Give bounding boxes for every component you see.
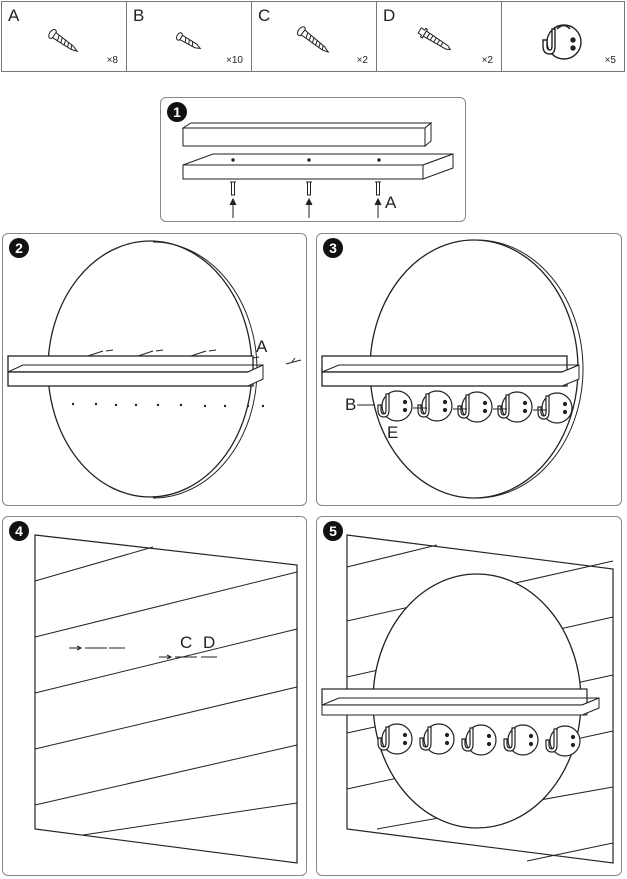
step-1-panel: 1 A bbox=[160, 97, 466, 222]
step-3-panel: 3 B E bbox=[316, 233, 622, 506]
hook-icon bbox=[417, 390, 453, 422]
wall-anchor-icon bbox=[417, 27, 452, 51]
screw-icon bbox=[306, 181, 312, 196]
part-label: D bbox=[203, 633, 216, 652]
part-quantity: ×5 bbox=[604, 55, 616, 66]
part-quantity: ×2 bbox=[356, 55, 368, 66]
part-e: ×5 bbox=[502, 2, 624, 71]
screw-icon bbox=[297, 26, 330, 54]
step-badge: 4 bbox=[9, 521, 29, 541]
step-badge: 1 bbox=[167, 102, 187, 122]
part-letter: D bbox=[383, 6, 396, 25]
screw-icon bbox=[48, 29, 79, 53]
part-label: A bbox=[256, 337, 268, 356]
part-label: A bbox=[385, 193, 397, 212]
part-a: A ×8 bbox=[2, 2, 127, 71]
mounted-mirror-drawing bbox=[321, 534, 614, 864]
part-quantity: ×8 bbox=[106, 55, 118, 66]
part-c: C ×2 bbox=[252, 2, 377, 71]
part-b: B ×10 bbox=[127, 2, 252, 71]
hook-icon bbox=[537, 392, 573, 424]
step-badge: 3 bbox=[323, 238, 343, 258]
hook-icon bbox=[545, 725, 581, 757]
step-5-panel: 5 bbox=[316, 516, 622, 876]
hook-icon bbox=[503, 724, 539, 756]
hook-icon bbox=[419, 723, 455, 755]
step-badge: 5 bbox=[323, 521, 343, 541]
hook-icon bbox=[497, 391, 533, 423]
hook-icon bbox=[377, 390, 413, 422]
step-4-panel: 4 C D bbox=[2, 516, 307, 876]
hook-icon bbox=[461, 724, 497, 756]
screw-icon bbox=[176, 32, 202, 50]
wall-drawing bbox=[34, 534, 298, 864]
hook-icon bbox=[457, 391, 493, 423]
part-letter: C bbox=[258, 6, 271, 25]
part-letter: B bbox=[133, 6, 145, 25]
part-letter: A bbox=[8, 6, 20, 25]
screw-icon bbox=[375, 181, 381, 196]
mirror-shelf-drawing bbox=[7, 240, 302, 499]
hook-icon bbox=[542, 24, 582, 60]
step-badge: 2 bbox=[9, 238, 29, 258]
part-label: E bbox=[387, 423, 399, 442]
part-quantity: ×2 bbox=[481, 55, 493, 66]
part-quantity: ×10 bbox=[226, 55, 243, 66]
part-label: C bbox=[180, 633, 193, 652]
part-label: B bbox=[345, 395, 357, 414]
screw-icon bbox=[230, 181, 236, 196]
parts-list: A ×8 B ×10 C ×2 bbox=[1, 1, 625, 72]
mirror-hooks-drawing bbox=[321, 239, 584, 499]
step-2-panel: 2 A bbox=[2, 233, 307, 506]
part-d: D ×2 bbox=[377, 2, 502, 71]
hook-icon bbox=[377, 723, 413, 755]
shelf-assembly-drawing bbox=[181, 121, 454, 218]
